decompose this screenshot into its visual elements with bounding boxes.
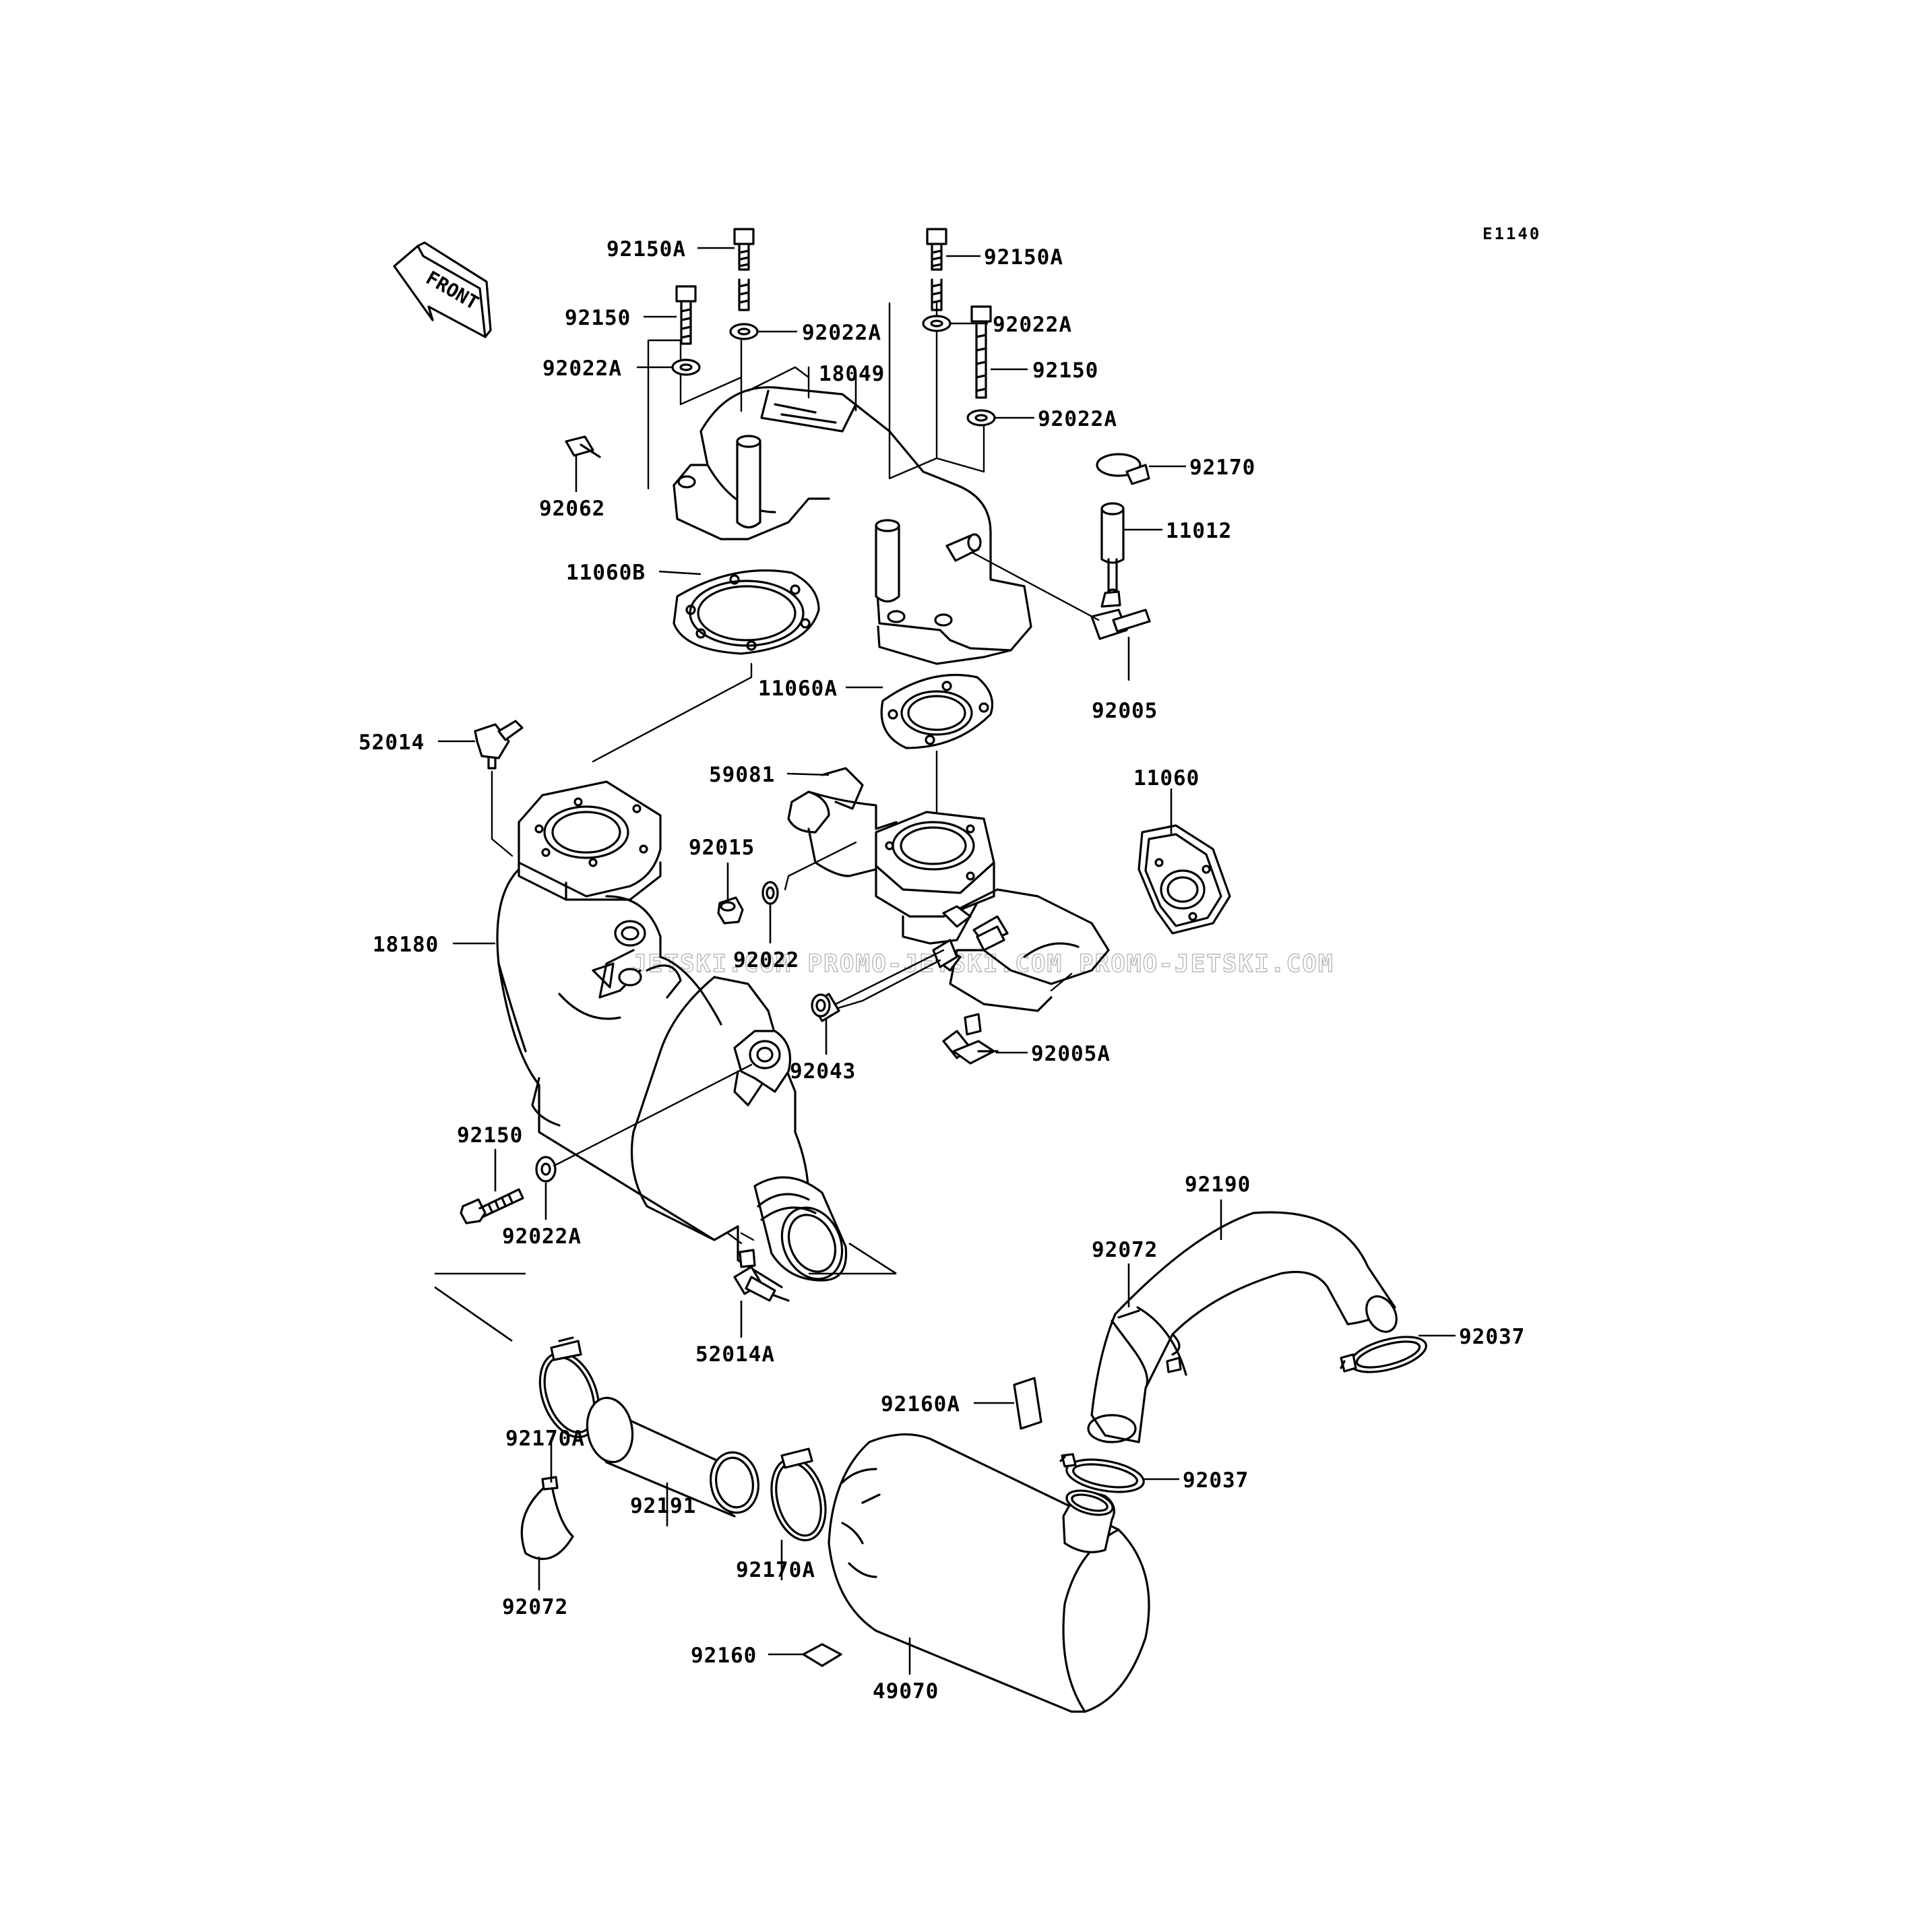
label-59081: 59081	[709, 763, 775, 787]
gasket-11060-part	[1138, 824, 1231, 935]
label-92150-lower: 92150	[457, 1123, 523, 1148]
label-52014: 52014	[359, 730, 425, 755]
label-92022a-c: 92022A	[542, 356, 622, 381]
exhaust-pipe-manifold-part	[784, 767, 1110, 1012]
fitting-52014a-part	[726, 1232, 790, 1302]
label-92022a-d: 92022A	[1038, 407, 1117, 431]
sensor-11012-part	[1100, 502, 1125, 598]
label-92170a-left: 92170A	[505, 1427, 585, 1451]
clamp-92170-part	[1096, 453, 1150, 485]
label-92015: 92015	[689, 836, 755, 860]
fitting-92005-part	[971, 551, 1151, 640]
reference-lines	[434, 1242, 897, 1342]
label-11060: 11060	[1133, 766, 1199, 790]
washer-92022-part	[761, 881, 779, 905]
fitting-52014-part	[474, 720, 524, 857]
washer-92022a-lower-part	[535, 1063, 753, 1183]
label-92072-upper: 92072	[1092, 1238, 1158, 1262]
pad-92160a-part	[1013, 1377, 1042, 1430]
washer-parts	[671, 315, 996, 427]
bolt-92150-right-part	[970, 305, 992, 399]
bolt-92150-left-part	[675, 285, 697, 345]
bolt-92150a-left-part	[733, 228, 755, 311]
label-18180: 18180	[373, 933, 439, 957]
label-92150-upper-left: 92150	[565, 306, 631, 330]
hose-92190-part	[1087, 1211, 1398, 1443]
front-arrow-icon: FRONT	[393, 241, 492, 338]
label-92072-lower: 92072	[502, 1595, 568, 1619]
bolt-92150-lower-part	[460, 1188, 524, 1224]
label-92160: 92160	[691, 1644, 757, 1668]
clamp-92170a-right-part	[770, 1447, 827, 1542]
label-92022: 92022	[733, 948, 799, 972]
label-92062: 92062	[539, 497, 605, 521]
callout-labels: 92150A 92150A 92150 92022A 92022A 92022A…	[359, 237, 1525, 1704]
label-92170: 92170	[1189, 456, 1255, 480]
clamp-92037-upper-part	[1340, 1336, 1427, 1373]
label-92160a: 92160A	[881, 1392, 960, 1416]
gasket-11060b-part	[592, 569, 820, 763]
clamp-92037-lower-part	[1059, 1453, 1145, 1493]
label-49070: 49070	[873, 1679, 939, 1704]
gasket-11060a-part	[880, 673, 994, 830]
diagram-code: E1140	[1483, 224, 1541, 243]
label-92022a-a: 92022A	[802, 321, 881, 345]
bushing-92043-part	[811, 949, 945, 1022]
label-92150a-right: 92150A	[984, 245, 1063, 270]
fitting-92005a-part	[942, 1013, 999, 1065]
label-92170a-right: 92170A	[736, 1558, 815, 1582]
nut-92015-part	[717, 896, 744, 925]
label-11060a: 11060A	[758, 677, 838, 701]
exhaust-chamber-18180-part	[496, 780, 848, 1288]
label-92150a-left: 92150A	[606, 237, 686, 261]
label-92005: 92005	[1092, 699, 1158, 723]
pad-92160-part	[802, 1643, 842, 1667]
hose-92191-part	[586, 1396, 759, 1518]
tie-92072-left-part	[520, 1476, 574, 1560]
bolt-92150a-right-part	[926, 228, 947, 311]
clamp-92170a-left-part	[538, 1336, 600, 1439]
label-92191: 92191	[630, 1494, 696, 1518]
fitting-92062-part	[565, 435, 601, 458]
label-18049: 18049	[819, 362, 885, 386]
label-11060b: 11060B	[566, 561, 646, 585]
label-92037-lower: 92037	[1183, 1468, 1249, 1493]
label-92022a-b: 92022A	[993, 313, 1072, 337]
label-92037-upper: 92037	[1459, 1325, 1525, 1349]
label-11012: 11012	[1166, 519, 1232, 543]
label-92043: 92043	[790, 1059, 856, 1084]
label-52014a: 52014A	[695, 1342, 775, 1367]
label-92190: 92190	[1185, 1173, 1251, 1197]
label-92022a-lower: 92022A	[502, 1224, 582, 1249]
label-92150-upper-right: 92150	[1032, 359, 1098, 383]
label-92005a: 92005A	[1031, 1042, 1111, 1066]
watermark-text: JETSKI.COM PROMO-JETSKI.COM PROMO-JETSKI…	[632, 950, 1334, 978]
exhaust-manifold-part	[647, 302, 1032, 665]
